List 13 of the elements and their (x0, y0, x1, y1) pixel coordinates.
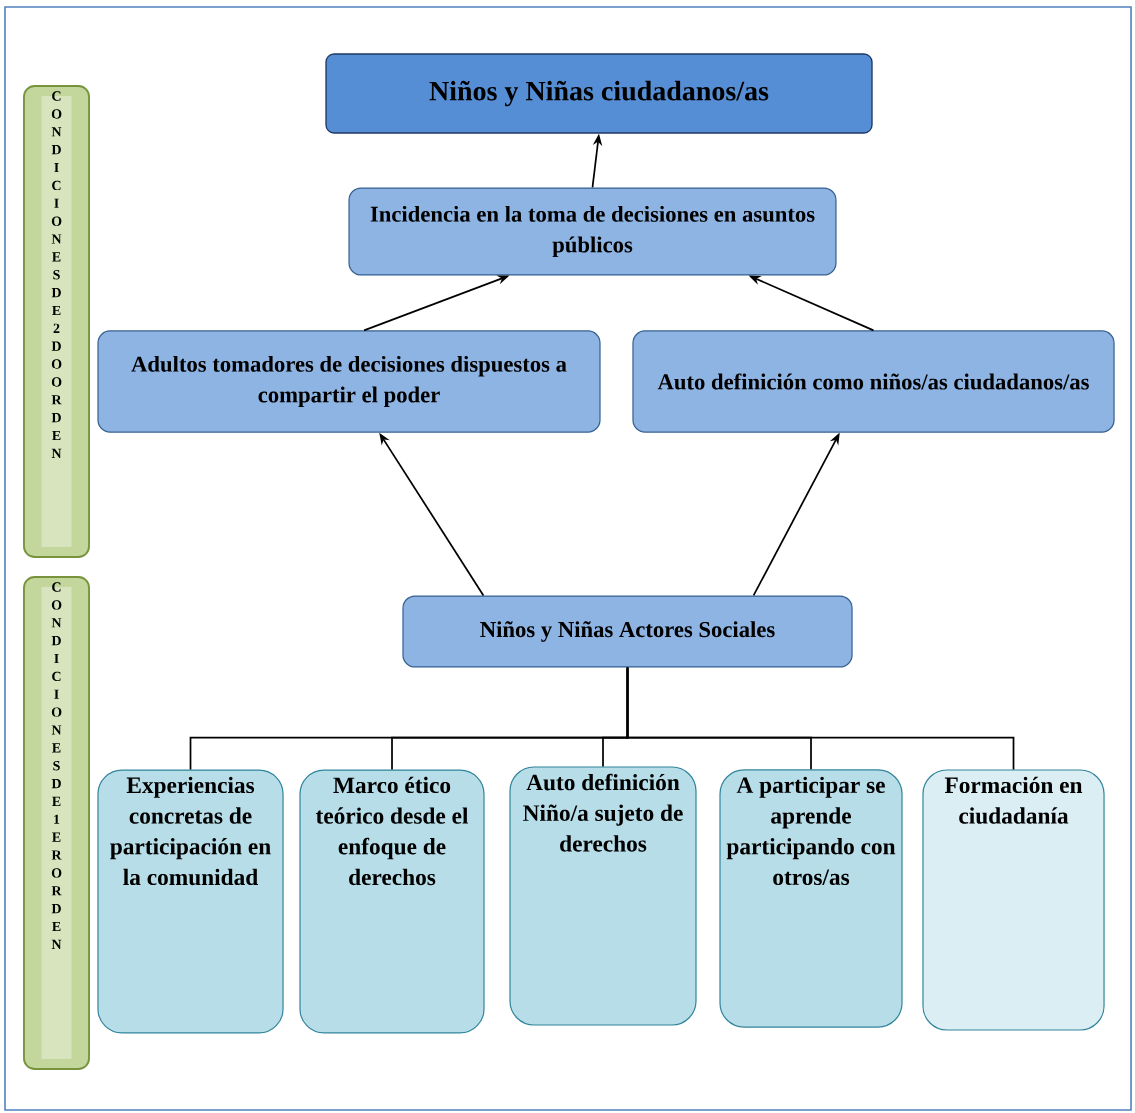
condition-box: Auto definición Niño/a sujeto de derechos (509, 766, 697, 1026)
level-band: CONDICIONES DE 2DO ORDEN (23, 85, 90, 558)
process-box: Niños y Niñas Actores Sociales (402, 595, 853, 668)
condition-box: Marco ético teórico desde el enfoque de derechos (299, 769, 485, 1034)
condition-box: Experiencias concretas de participación en la comunidad (97, 769, 284, 1034)
process-box: Incidencia en la toma de decisiones en asuntos públicos (348, 187, 837, 276)
condition-box: A participar se aprende participando con otros/as (719, 769, 903, 1028)
level-band: CONDICIONES DE 1ER ORDEN (23, 576, 90, 1070)
process-box: Adultos tomadores de decisiones dispuestos a compartir el poder (97, 330, 601, 433)
connector-line (626, 666, 1015, 771)
process-box: Auto definición como niños/as ciudadanos/as (632, 330, 1115, 433)
title-box: Niños y Niñas ciudadanos/as (325, 53, 873, 134)
condition-box: Formación en ciudadanía (922, 769, 1105, 1031)
